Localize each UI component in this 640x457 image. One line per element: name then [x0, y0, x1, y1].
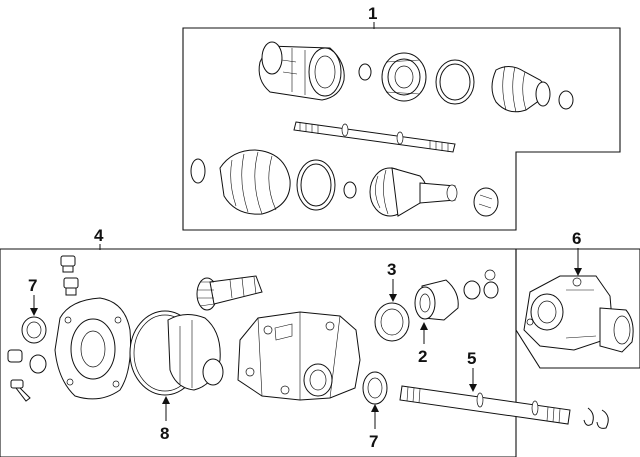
inner-joint-housing	[258, 41, 345, 101]
callout-2-label: 2	[418, 347, 427, 366]
outer-small-ring	[190, 158, 206, 184]
callout-4: 4	[94, 226, 104, 250]
washer-3	[484, 269, 496, 281]
pinion-gear	[196, 275, 263, 311]
tripod-bearing	[381, 52, 427, 102]
group-4-frame	[0, 248, 517, 457]
callout-5-label: 5	[467, 349, 476, 368]
cover-plate	[54, 297, 131, 400]
group-4-parts	[7, 255, 609, 429]
inner-boot	[491, 65, 551, 113]
outer-snap-ring	[343, 181, 357, 199]
callout-8-label: 8	[160, 424, 169, 443]
spacer-left	[7, 349, 23, 363]
washer-2	[483, 281, 499, 299]
callout-6: 6	[572, 229, 582, 276]
o-ring-left	[29, 354, 47, 374]
shaft-snap-ring-2	[596, 409, 609, 429]
seal-left	[21, 316, 47, 344]
callout-6-label: 6	[572, 229, 581, 248]
callout-8: 8	[160, 396, 170, 443]
callout-3-label: 3	[387, 260, 396, 279]
sleeve	[414, 279, 459, 321]
drain-plug	[60, 255, 76, 273]
callout-5: 5	[467, 349, 477, 392]
fill-plug	[63, 277, 79, 296]
axle-shaft	[293, 121, 456, 153]
callout-1: 1	[368, 4, 377, 29]
callout-4-label: 4	[94, 226, 104, 245]
output-shaft	[399, 385, 571, 425]
ring-gear	[167, 314, 224, 391]
callout-7-left-label: 7	[28, 276, 37, 295]
transfer-case-housing	[237, 311, 361, 401]
snap-ring	[358, 63, 372, 81]
bearing	[374, 302, 410, 342]
shaft-snap-ring-1	[583, 407, 594, 426]
callout-7-bottom: 7	[369, 404, 379, 451]
bolt-left	[10, 379, 31, 402]
retaining-clip	[473, 187, 499, 217]
callout-7-left: 7	[28, 276, 38, 316]
callout-1-label: 1	[368, 4, 377, 23]
boot-clamp	[435, 59, 475, 105]
group-1-parts	[190, 41, 574, 217]
outer-cv-joint	[369, 167, 458, 217]
outer-boot	[219, 149, 291, 215]
seal-bottom	[362, 371, 388, 405]
group-6-frame	[515, 248, 640, 369]
callout-7-bottom-label: 7	[369, 432, 378, 451]
small-clamp	[558, 90, 574, 110]
callout-3: 3	[387, 260, 397, 302]
callout-2: 2	[418, 322, 428, 366]
group-1-frame	[182, 27, 621, 231]
actuator-assembly	[523, 275, 634, 353]
outer-clamp	[296, 159, 336, 211]
washer-1	[463, 280, 481, 300]
